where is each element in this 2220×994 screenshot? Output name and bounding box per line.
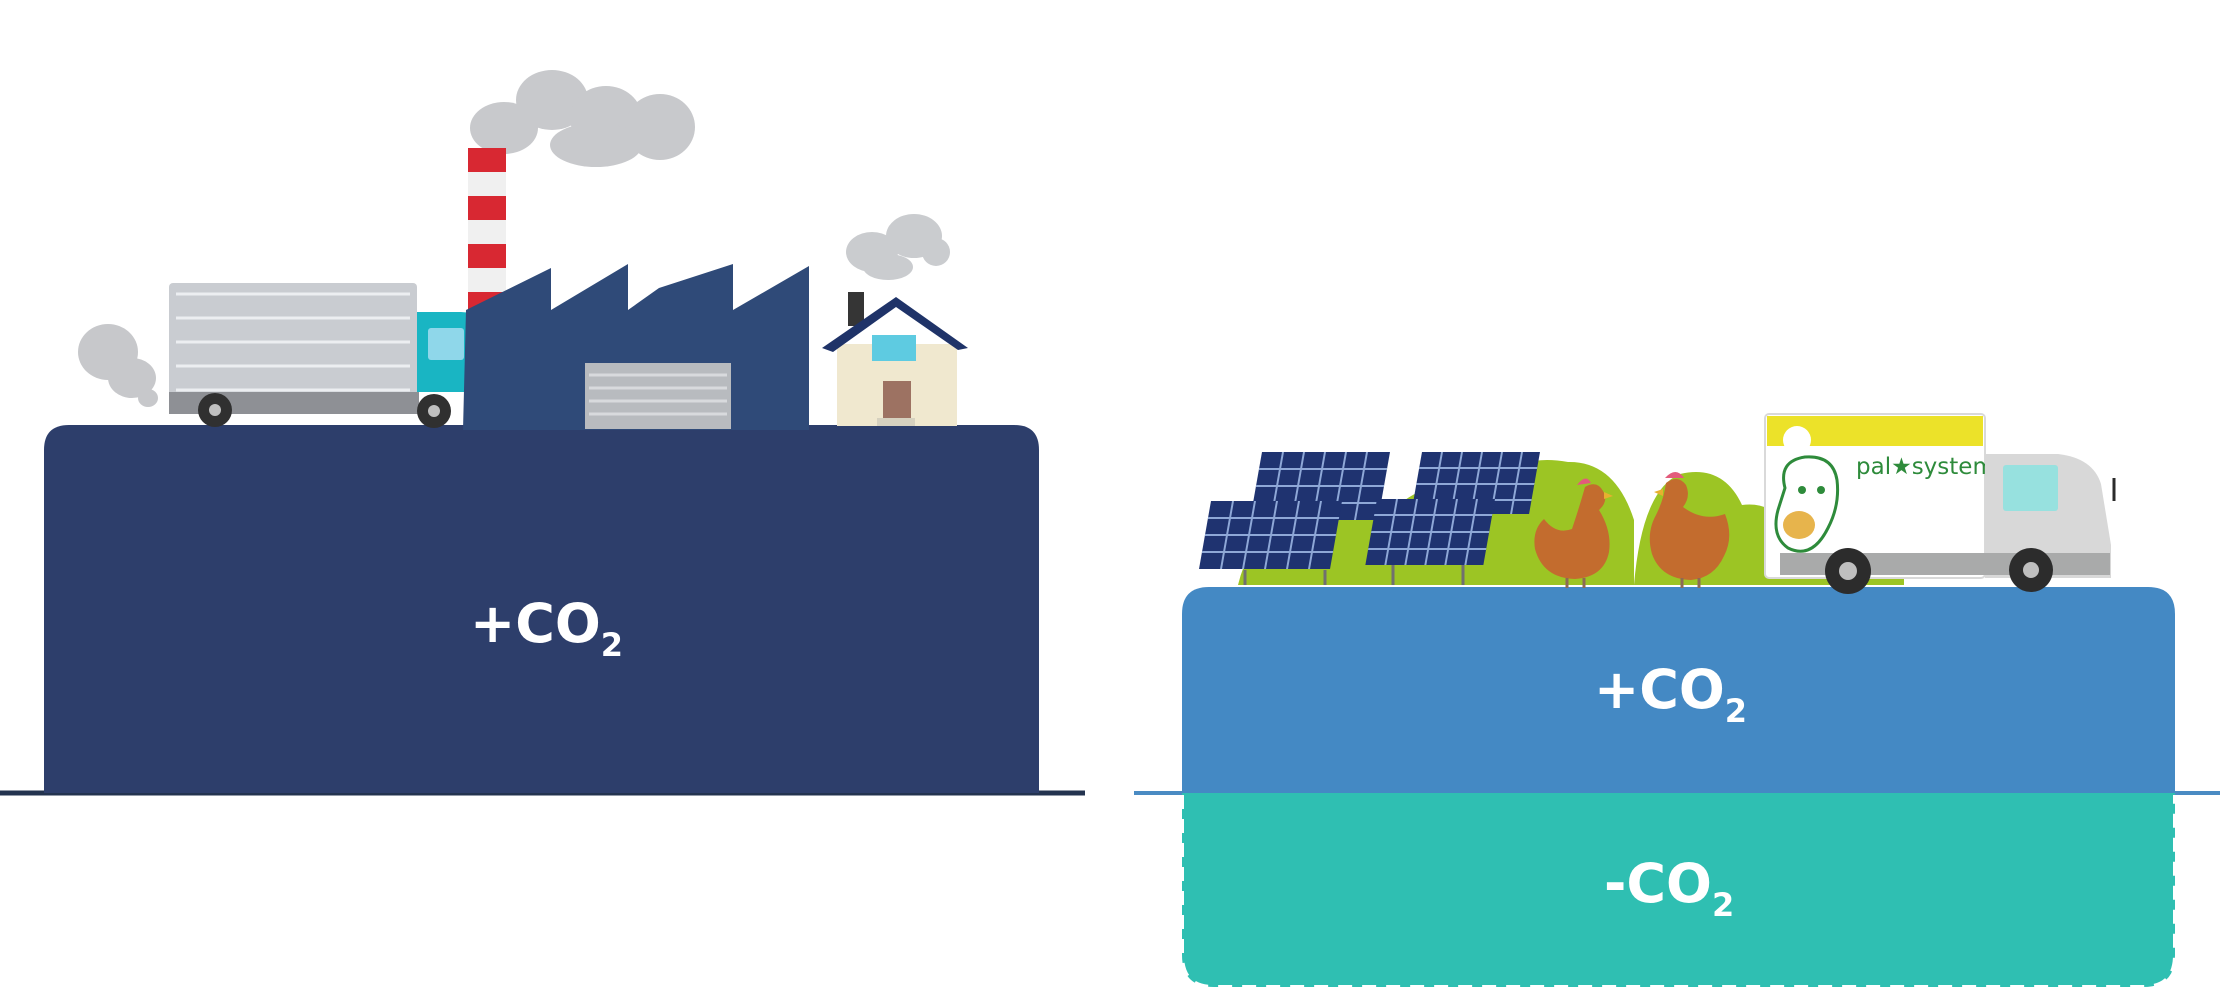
- house-smoke-icon: [846, 214, 950, 280]
- reduction-dashed-outline: [1180, 795, 2177, 989]
- chimney-smoke-icon: [470, 70, 695, 167]
- right-emission-co2-label: +CO2: [1594, 658, 1747, 730]
- factory-icon: [463, 264, 809, 430]
- solar-panel-icon: [1365, 499, 1495, 585]
- hen-icon: [1534, 478, 1613, 588]
- house-icon: [822, 292, 968, 426]
- right-emission-block: [1182, 587, 2175, 793]
- truck-exhaust-smoke-icon: [78, 324, 158, 407]
- right-panel: +CO2 -CO2: [1134, 413, 2220, 989]
- left-emission-block: [44, 425, 1039, 793]
- pal-system-brand: pal★system: [1856, 454, 1995, 480]
- hen-icon: [1649, 472, 1730, 588]
- right-reduction-block: [1182, 793, 2175, 987]
- pal-system-truck-icon: pal★system: [1764, 413, 2116, 594]
- left-panel: +CO2: [0, 70, 1085, 796]
- left-co2-label: +CO2: [470, 592, 623, 664]
- gray-truck-icon: [169, 283, 489, 428]
- factory-chimney-icon: [468, 148, 506, 310]
- solar-panel-icon: [1199, 501, 1342, 585]
- right-reduction-co2-label: -CO2: [1604, 852, 1734, 924]
